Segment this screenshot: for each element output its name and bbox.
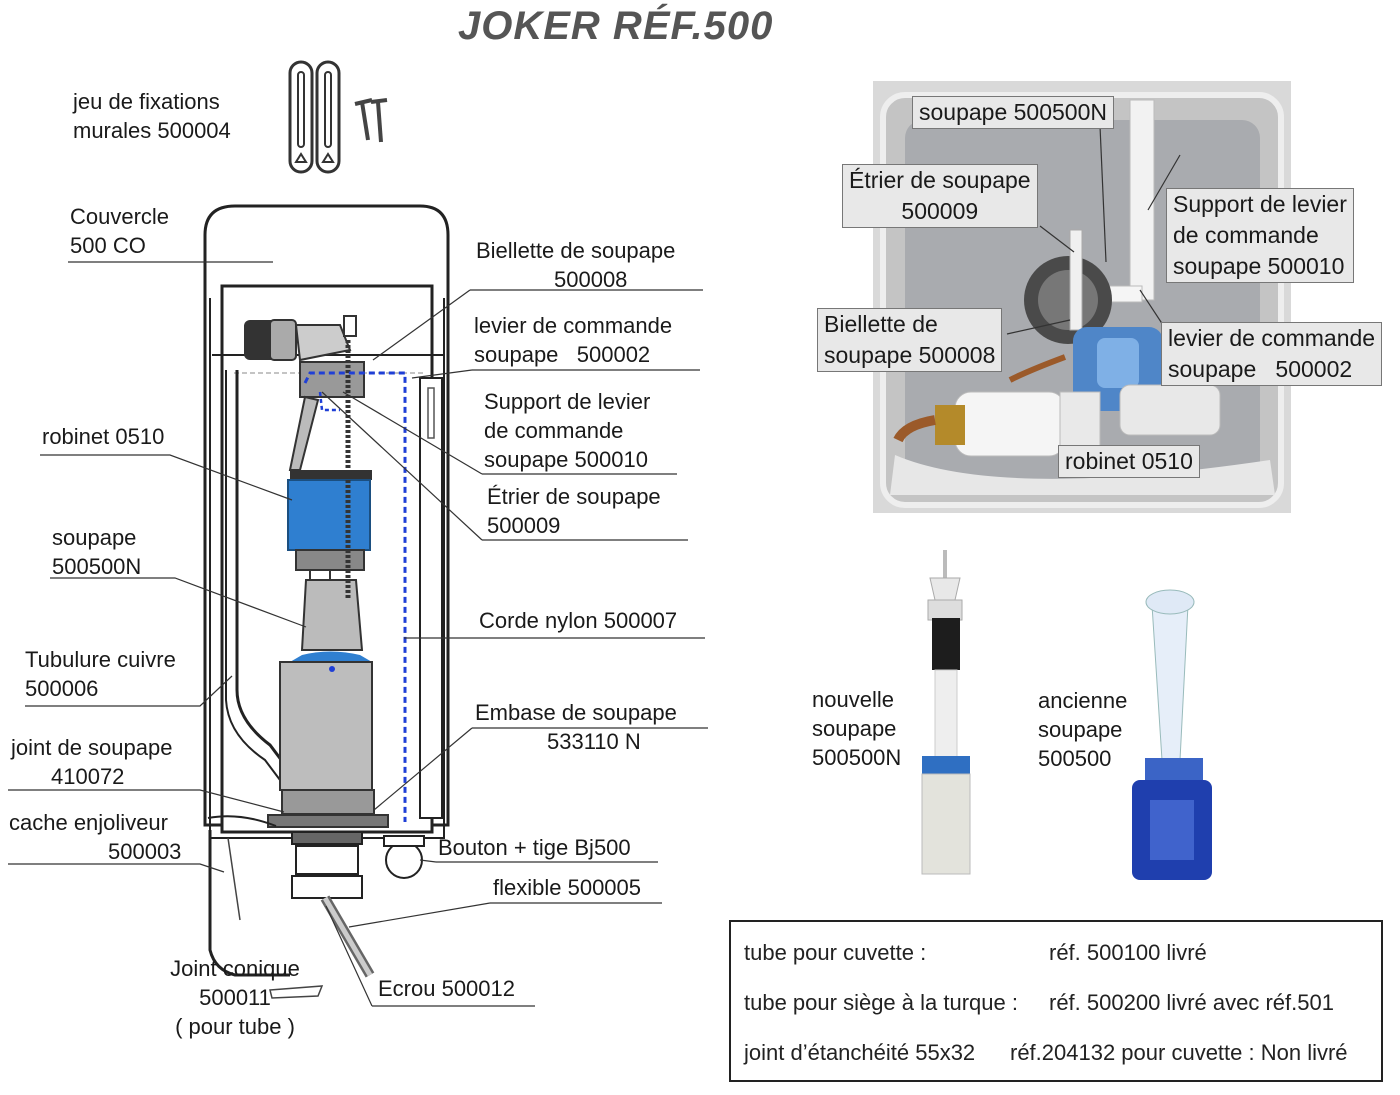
label-line: 500009 [487,513,561,538]
label-line: 500500 [1038,746,1112,771]
label-line: soupape 500002 [474,342,651,367]
info-box: tube pour cuvette : réf. 500100 livré tu… [729,920,1383,1082]
photo-leader-lines [1006,125,1181,335]
screws-icon [354,98,388,143]
label-line: Embase de soupape [475,700,677,725]
label-line: ancienne [1038,688,1128,713]
label-line: 500006 [25,676,99,701]
page-title: JOKER RÉF.500 [458,4,774,48]
label-line: levier de commande [1168,325,1376,351]
label-line: soupape 500008 [824,342,996,368]
label-line: Support de levier [1173,191,1347,217]
photo-label-biellette: Biellette de soupape 500008 [817,308,1003,372]
label-line: joint de soupape [11,735,173,760]
label-line: soupape [812,716,897,741]
label-line: 500500N [812,745,902,770]
label-line: Tubulure cuivre [25,647,176,672]
label-line: jeu de fixations [73,89,220,114]
photo-label-levier: levier de commande soupape 500002 [1161,322,1383,386]
label-line: soupape 500010 [1173,253,1345,279]
label-couvercle: Couvercle 500 CO [70,202,169,260]
label-soupape: soupape 500500N [52,523,141,581]
label-line: 500 CO [70,233,146,258]
label-cache: cache enjoliveur 500003 [9,808,181,866]
label-line: 500500N [52,554,142,579]
label-biellette: Biellette de soupape 500008 [476,236,675,294]
label-line: Joint conique [170,956,300,981]
label-joint-conique: Joint conique 500011 ( pour tube ) [158,954,312,1041]
label-line: 500003 [108,839,182,864]
cistern-drawing [203,204,450,999]
label-line: Couvercle [70,204,170,229]
old-valve-photo [1132,589,1212,880]
photo-label-etrier: Étrier de soupape 500009 [842,164,1038,228]
info-ref-3: réf.204132 pour cuvette : Non livré [1010,1040,1348,1065]
label-line: 533110 N [547,729,641,754]
info-label-3: joint d’étanchéité 55x32 [744,1040,976,1065]
label-line: 410072 [51,764,125,789]
photo-label-support: Support de levier de commande soupape 50… [1166,188,1354,283]
label-line: soupape 500002 [1168,356,1353,382]
label-embase: Embase de soupape 533110 N [475,698,677,756]
photo-label-soupape: soupape 500500N [912,96,1114,129]
label-line: 500009 [901,198,979,224]
label-line: Biellette de soupape [476,238,676,263]
photo-label-robinet: robinet 0510 [1058,445,1200,478]
label-line: cache enjoliveur [9,810,168,835]
new-valve-photo [921,550,971,875]
label-line: 500008 [554,267,628,292]
label-line: Biellette de [824,311,938,337]
label-line: de commande [484,418,624,443]
info-label-1: tube pour cuvette : [744,940,927,965]
label-etrier: Étrier de soupape 500009 [487,482,661,540]
label-line: Étrier de soupape [849,167,1031,193]
info-label-2: tube pour siège à la turque : [744,990,1018,1015]
info-ref-2: réf. 500200 livré avec réf.501 [1049,990,1334,1015]
label-line: murales 500004 [73,118,231,143]
label-old-valve: ancienne soupape 500500 [1038,686,1127,773]
label-line: de commande [1173,222,1319,248]
label-line: Support de levier [484,389,651,414]
label-ecrou: Ecrou 500012 [378,976,515,1001]
label-fixations: jeu de fixations murales 500004 [73,87,231,145]
wall-fixing-icon [288,60,341,174]
label-corde: Corde nylon 500007 [479,608,678,633]
label-line: 500011 [199,985,271,1010]
label-line: soupape [1038,717,1123,742]
diagram-leader-lines [8,261,708,1007]
label-line: nouvelle [812,687,894,712]
label-line: soupape 500010 [484,447,648,472]
info-ref-1: réf. 500100 livré [1049,940,1207,965]
label-line: levier de commande [474,313,673,338]
label-line: Étrier de soupape [487,484,661,509]
label-support: Support de levier de commande soupape 50… [484,387,650,474]
label-flexible: flexible 500005 [493,875,642,900]
label-robinet: robinet 0510 [42,424,165,449]
label-levier: levier de commande soupape 500002 [474,311,672,369]
label-line: soupape [52,525,137,550]
label-line: ( pour tube ) [175,1014,295,1039]
label-bouton: Bouton + tige Bj500 [438,835,631,860]
label-joint-soupape: joint de soupape 410072 [11,733,172,791]
label-tubulure: Tubulure cuivre 500006 [25,645,176,703]
label-new-valve: nouvelle soupape 500500N [812,685,901,772]
